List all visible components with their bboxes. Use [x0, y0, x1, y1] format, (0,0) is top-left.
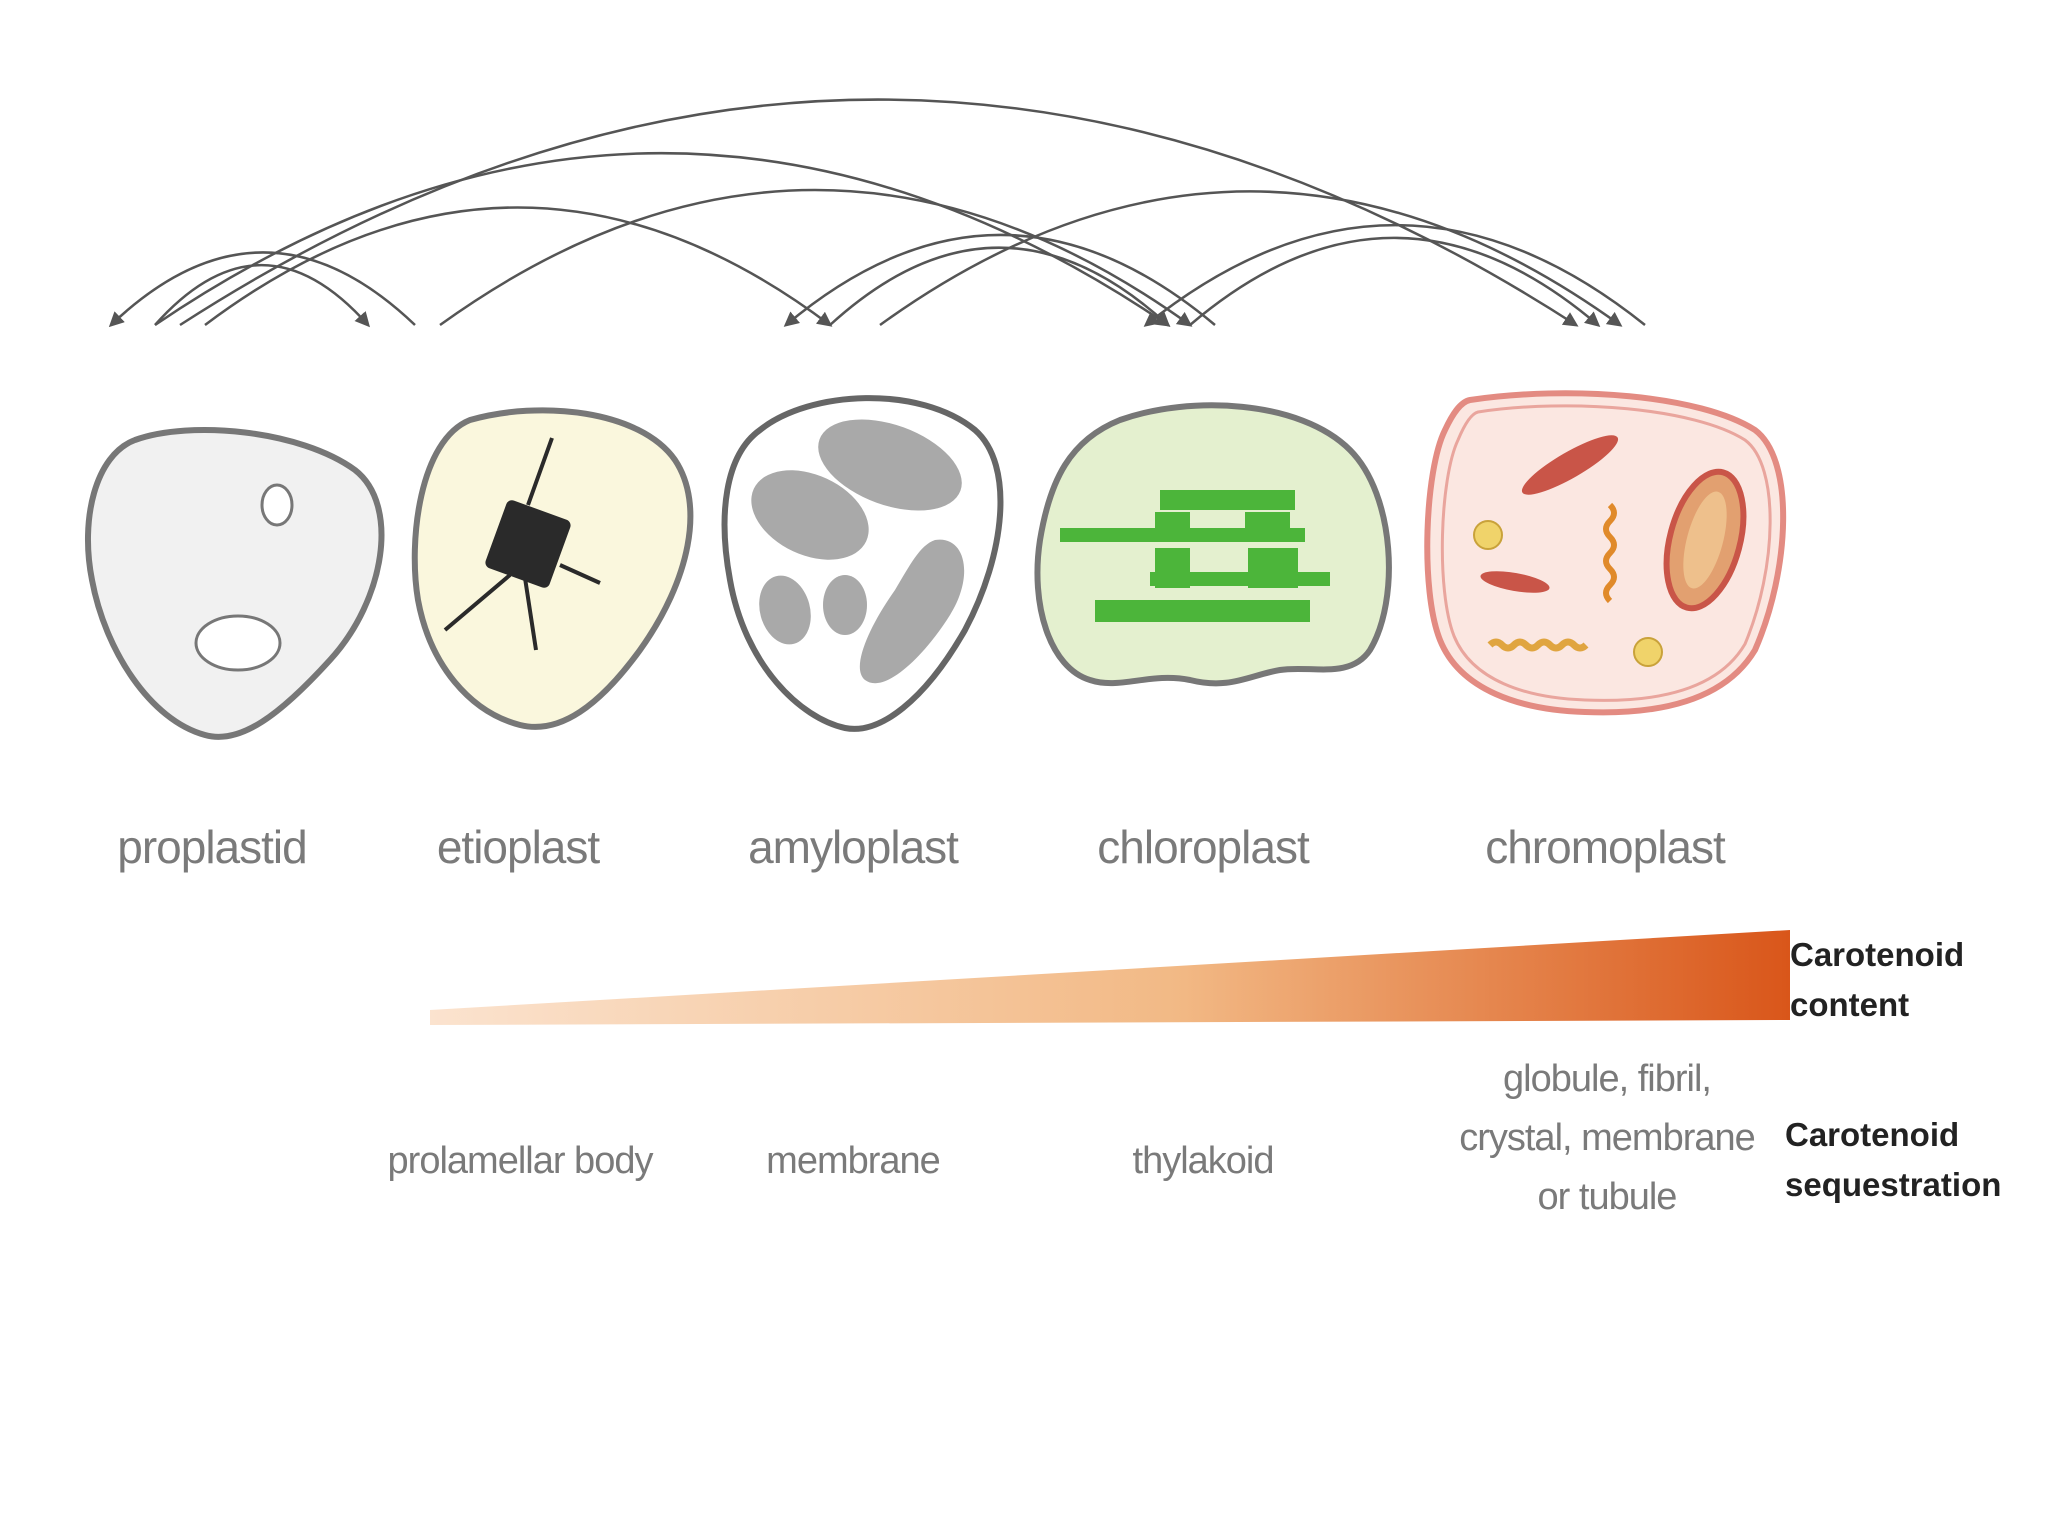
transition-arrow-amyloplast-to-chloroplast	[829, 246, 1171, 328]
chloroplast-label: chloroplast	[1097, 821, 1309, 873]
transition-arrow-proplastid-to-chromoplast	[179, 98, 1579, 327]
carotenoid-tubule	[1487, 638, 1589, 652]
proplastid-vesicle	[260, 483, 294, 527]
carotenoid-fibril	[1603, 502, 1617, 604]
starch-granule	[823, 575, 867, 635]
transition-arrow-proplastid-to-chloroplast	[154, 151, 1171, 327]
proplastid-illustration	[84, 427, 385, 740]
sequestration-amyloplast: membrane	[766, 1140, 941, 1182]
chromoplast-envelope	[1424, 390, 1787, 716]
chromoplast-illustration	[1424, 390, 1787, 716]
thylakoid-membranes	[1060, 490, 1330, 622]
sequestration-chloroplast: thylakoid	[1132, 1140, 1275, 1182]
chloroplast-envelope	[1034, 402, 1392, 687]
transition-arrow-etioplast-to-chloroplast	[439, 188, 1193, 327]
proplastid-label: proplastid	[117, 821, 307, 873]
proplastid-envelope	[84, 427, 385, 740]
transition-arrows	[108, 98, 1646, 328]
amyloplast-illustration	[721, 395, 1004, 732]
starch-granule	[751, 470, 869, 560]
transition-arrow-chloroplast-to-amyloplast	[783, 233, 1216, 327]
chromoplast-inner-membrane	[1440, 404, 1772, 702]
transition-arrow-chromoplast-to-chloroplast	[1143, 224, 1646, 327]
plastoglobule	[1473, 520, 1503, 550]
starch-granule	[818, 419, 962, 511]
plastoglobule	[1633, 637, 1663, 667]
etioplast-illustration	[411, 407, 694, 730]
transition-arrow-etioplast-to-proplastid	[108, 251, 416, 328]
amyloplast-label: amyloplast	[748, 821, 959, 873]
carotenoid-sequestration-label: Carotenoid sequestration	[1785, 1116, 2002, 1203]
chromoplast-label: chromoplast	[1485, 821, 1726, 873]
transition-arrow-proplastid-to-amyloplast	[204, 206, 833, 327]
starch-granule	[859, 539, 965, 684]
carotenoid-content-label: Carotenoid content	[1790, 936, 1965, 1023]
transition-arrow-amyloplast-to-chromoplast	[879, 190, 1623, 327]
chloroplast-illustration	[1034, 402, 1392, 687]
etioplast-label: etioplast	[436, 821, 600, 873]
transition-arrow-proplastid-to-etioplast	[154, 264, 370, 328]
carotenoid-content-gradient	[430, 930, 1790, 1025]
prolamellar-body	[443, 437, 601, 651]
carotenoid-crystal	[1480, 571, 1550, 593]
carotenoid-crystal	[1521, 435, 1619, 495]
sequestration-chromoplast: globule, fibril, crystal, membrane or tu…	[1459, 1058, 1756, 1218]
transition-arrow-chloroplast-to-chromoplast	[1189, 236, 1601, 327]
carotenoid-globule	[1683, 491, 1727, 589]
starch-granule	[759, 575, 811, 645]
sequestration-etioplast: prolamellar body	[387, 1140, 654, 1182]
proplastid-vesicle	[194, 614, 282, 672]
